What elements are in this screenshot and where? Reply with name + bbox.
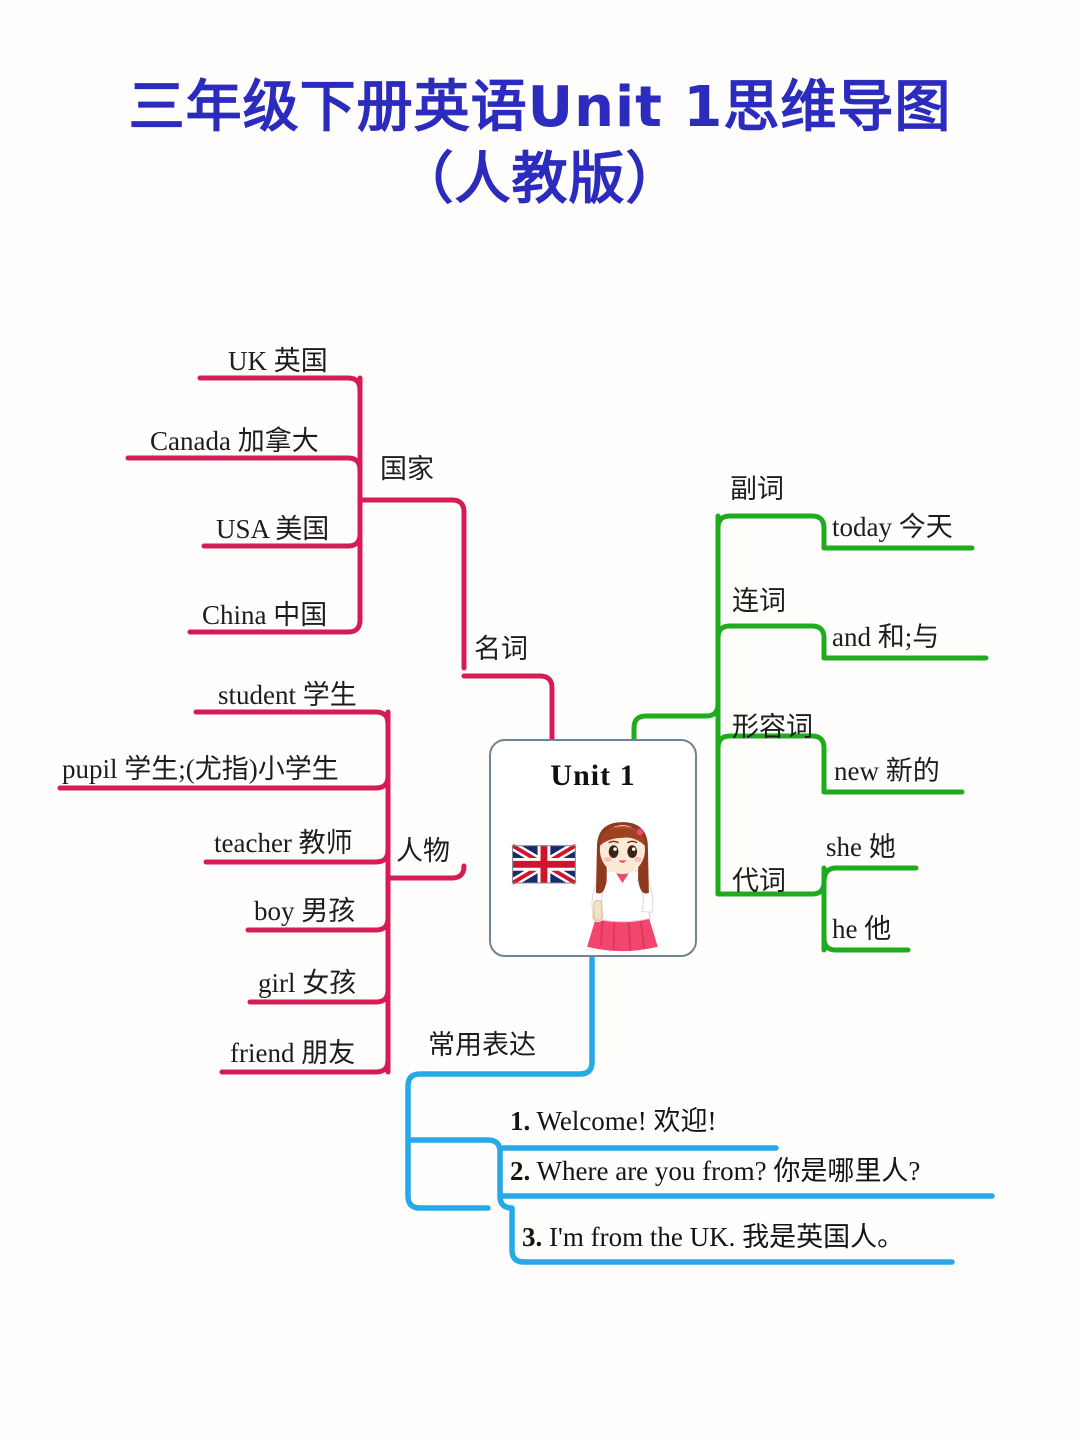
wire-boy	[245, 915, 391, 933]
leaf-china: China 中国	[202, 600, 328, 630]
branch-label-adverb: 副词	[730, 474, 784, 505]
girl-student-icon	[587, 822, 658, 952]
wire-wordclass-trunk	[631, 701, 721, 745]
page-title: 三年级下册英语Unit 1思维导图 （人教版）	[0, 72, 1080, 215]
expression-3-text: I'm from the UK. 我是英国人。	[549, 1222, 905, 1252]
wire-china	[187, 607, 363, 635]
wire-friend	[219, 1057, 391, 1075]
wire-people-to-noun	[385, 863, 467, 881]
leaf-and: and 和;与	[832, 622, 940, 652]
wire-girl	[247, 987, 391, 1005]
wire-country-to-noun	[357, 497, 467, 671]
leaf-new: new 新的	[834, 756, 940, 786]
leaf-uk: UK 英国	[228, 346, 328, 376]
branch-label-noun: 名词	[474, 634, 528, 665]
leaf-student: student 学生	[218, 680, 357, 710]
expression-2-text: Where are you from? 你是哪里人?	[536, 1156, 921, 1186]
wire-expressions-trunk	[405, 954, 595, 1211]
leaf-today: today 今天	[832, 512, 953, 542]
leaf-usa: USA 美国	[216, 514, 330, 544]
leaf-canada: Canada 加拿大	[150, 426, 319, 456]
center-node[interactable]: Unit 1	[489, 739, 697, 957]
wire-conjunction	[715, 623, 989, 661]
wire-usa	[201, 531, 363, 549]
wire-adverb	[715, 513, 975, 551]
center-node-label: Unit 1	[550, 759, 636, 792]
wire-noun-trunk	[461, 673, 555, 745]
expression-item-2: 2. Where are you from? 你是哪里人?	[510, 1158, 920, 1185]
expression-3-number: 3.	[522, 1222, 543, 1252]
expression-2-number: 2.	[510, 1156, 531, 1186]
expression-item-1: 1. Welcome! 欢迎!	[510, 1108, 717, 1135]
branch-label-adjective: 形容词	[732, 712, 813, 743]
branch-label-country: 国家	[380, 454, 434, 485]
wire-teacher	[203, 847, 391, 865]
leaf-boy: boy 男孩	[254, 896, 356, 926]
leaf-she: she 她	[826, 832, 896, 862]
page-title-line-1: 三年级下册英语Unit 1思维导图	[128, 75, 952, 140]
page-title-line-2: （人教版）	[397, 146, 683, 212]
leaf-friend: friend 朋友	[230, 1038, 356, 1068]
leaf-pupil: pupil 学生;(尤指)小学生	[62, 754, 339, 784]
leaf-girl: girl 女孩	[258, 968, 357, 998]
leaf-teacher: teacher 教师	[214, 828, 353, 858]
expression-1-number: 1.	[510, 1106, 531, 1136]
wire-pronoun-she	[821, 865, 919, 885]
wire-adjective	[715, 733, 965, 795]
wire-expression-1	[405, 1137, 779, 1155]
uk-flag-icon	[510, 841, 578, 887]
wire-canada	[125, 455, 363, 473]
branch-label-conjunction: 连词	[732, 586, 786, 617]
branch-label-people: 人物	[396, 836, 450, 867]
leaf-he: he 他	[832, 914, 892, 944]
wire-pronoun-he	[821, 935, 911, 953]
branch-label-pronoun: 代词	[732, 866, 786, 897]
branch-label-expressions: 常用表达	[428, 1030, 536, 1061]
center-node-artwork	[510, 822, 658, 952]
expression-1-text: Welcome! 欢迎!	[536, 1106, 717, 1136]
wire-expression-3	[497, 1193, 955, 1265]
expression-item-3: 3. I'm from the UK. 我是英国人。	[522, 1224, 904, 1251]
